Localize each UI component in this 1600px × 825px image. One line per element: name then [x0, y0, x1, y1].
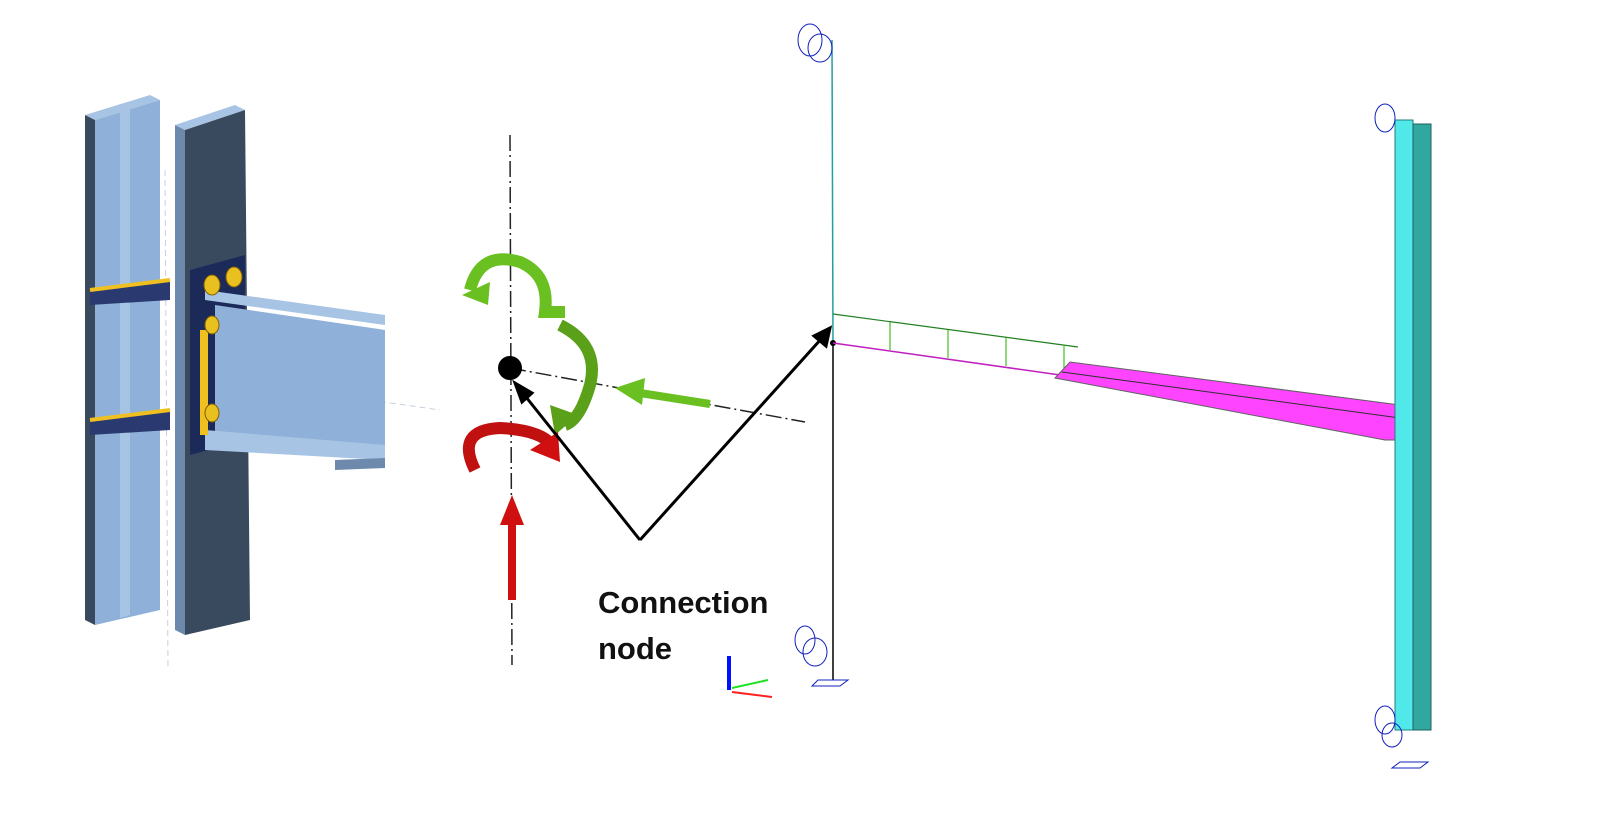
annotation-arrows — [512, 325, 833, 542]
label-line-2: node — [598, 631, 673, 666]
label-line-1: Connection — [598, 585, 769, 620]
steel-connection-model — [85, 95, 441, 671]
bolt-icons — [203, 266, 243, 423]
analysis-model — [727, 23, 1432, 769]
connection-node-point — [498, 356, 522, 380]
coordinate-axes-icon — [727, 656, 773, 698]
support-icons — [794, 23, 1430, 769]
force-schematic — [462, 134, 806, 666]
connection-node-label: Connection node — [598, 580, 769, 672]
distributed-load — [832, 313, 1079, 348]
beam-member — [1054, 361, 1401, 441]
moment-arrow-green-side — [557, 319, 598, 431]
column-member — [1394, 119, 1414, 731]
moment-arrow-red — [462, 421, 557, 473]
axial-force-arrow — [639, 389, 711, 408]
moment-arrow-green-top — [464, 253, 565, 318]
